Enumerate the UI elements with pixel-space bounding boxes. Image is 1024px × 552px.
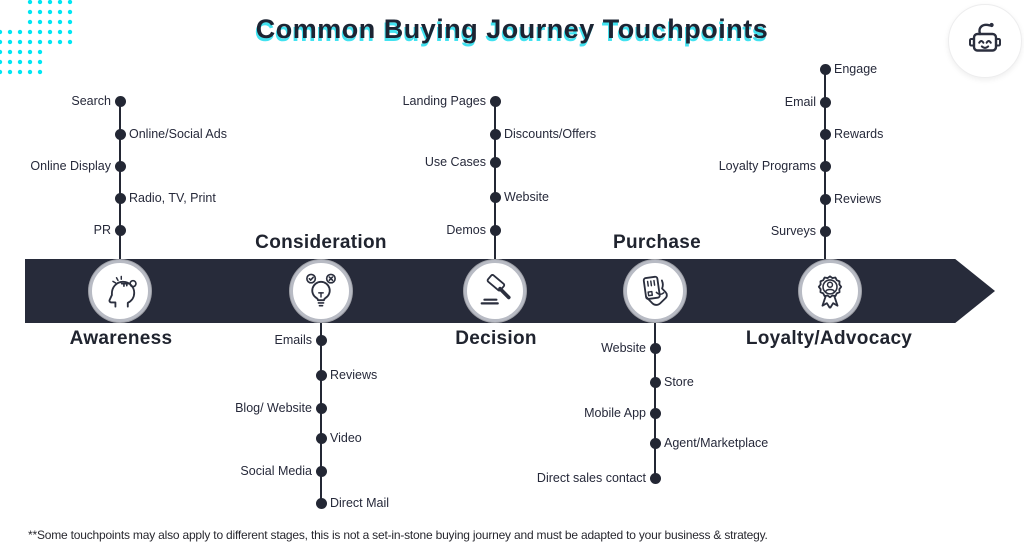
touchpoint-dot (114, 95, 126, 107)
touchpoint-label: Demos (446, 223, 486, 237)
touchpoint-label: Agent/Marketplace (664, 436, 769, 450)
touchpoint-label: Online Display (30, 159, 111, 173)
stage-circle-awareness (89, 260, 151, 322)
robot-icon (961, 15, 1009, 68)
touchpoint-dot (489, 156, 501, 168)
touchpoint-dot (819, 128, 831, 140)
touchpoint-dot (649, 437, 661, 449)
touchpoint-label: PR (93, 223, 111, 237)
dot-pattern-decoration (25, 0, 76, 27)
touchpoint-dot (649, 342, 661, 354)
touchpoint-dot (315, 465, 327, 477)
touchpoint-label: Video (330, 431, 362, 445)
touchpoint-dot (489, 224, 501, 236)
touchpoint-label: Surveys (770, 224, 816, 238)
touchpoint-label: Landing Pages (402, 94, 486, 108)
touchpoint-dot (819, 193, 831, 205)
stage-awareness-connector-line (119, 101, 121, 259)
touchpoint-dot (315, 369, 327, 381)
stage-purchase-connector-line (654, 323, 656, 478)
stage-label-decision: Decision (455, 328, 537, 349)
logo-badge (948, 4, 1022, 78)
touchpoint-label: Radio, TV, Print (129, 191, 216, 205)
touchpoint-label: Direct sales contact (536, 471, 646, 485)
touchpoint-label: Blog/ Website (235, 401, 312, 415)
stage-label-purchase: Purchase (613, 232, 701, 253)
touchpoint-label: Engage (834, 62, 878, 76)
dot-pattern-decoration (0, 27, 76, 47)
touchpoint-label: Website (504, 190, 549, 204)
touchpoint-dot (114, 128, 126, 140)
touchpoint-label: Direct Mail (330, 496, 390, 510)
touchpoint-dot (315, 497, 327, 509)
lightbulb-check-x-icon (299, 269, 343, 313)
touchpoint-dot (114, 192, 126, 204)
touchpoint-label: Discounts/Offers (504, 127, 597, 141)
touchpoint-label: Email (784, 95, 816, 109)
stage-circle-loyalty (799, 260, 861, 322)
footnote-text: **Some touchpoints may also apply to dif… (28, 528, 768, 542)
page-title: Common Buying Journey Touchpoints (255, 14, 769, 44)
touchpoint-label: Emails (274, 333, 312, 347)
touchpoint-dot (114, 224, 126, 236)
touchpoint-label: Loyalty Programs (718, 159, 816, 173)
touchpoint-label: Search (71, 94, 111, 108)
touchpoint-label: Online/Social Ads (129, 127, 227, 141)
touchpoint-dot (649, 407, 661, 419)
touchpoint-dot (819, 225, 831, 237)
stage-label-consideration: Consideration (255, 232, 387, 253)
dot-pattern-decoration (0, 47, 46, 77)
gavel-icon (473, 269, 517, 313)
touchpoint-dot (114, 160, 126, 172)
stage-label-awareness: Awareness (69, 328, 173, 349)
head-with-key-icon (98, 269, 142, 313)
touchpoint-label: Store (664, 375, 694, 389)
touchpoint-label: Use Cases (424, 155, 486, 169)
touchpoint-dot (315, 334, 327, 346)
touchpoint-label: Website (601, 341, 646, 355)
touchpoint-label: Mobile App (584, 406, 646, 420)
hand-credit-card-icon (633, 269, 677, 313)
touchpoint-label: Reviews (834, 192, 882, 206)
touchpoint-dot (649, 472, 661, 484)
touchpoint-label: Rewards (834, 127, 884, 141)
stage-circle-decision (464, 260, 526, 322)
touchpoint-dot (489, 128, 501, 140)
touchpoint-label: Reviews (330, 368, 378, 382)
touchpoint-dot (489, 191, 501, 203)
stage-circle-purchase (624, 260, 686, 322)
touchpoint-dot (819, 96, 831, 108)
stage-decision-connector-line (494, 101, 496, 259)
touchpoint-dot (819, 63, 831, 75)
stage-circle-consideration (290, 260, 352, 322)
award-badge-icon (808, 269, 852, 313)
touchpoint-dot (315, 432, 327, 444)
touchpoint-dot (315, 402, 327, 414)
stage-label-loyalty: Loyalty/Advocacy (745, 328, 913, 349)
touchpoint-dot (649, 376, 661, 388)
touchpoint-dot (489, 95, 501, 107)
touchpoint-dot (819, 160, 831, 172)
touchpoint-label: Social Media (240, 464, 312, 478)
